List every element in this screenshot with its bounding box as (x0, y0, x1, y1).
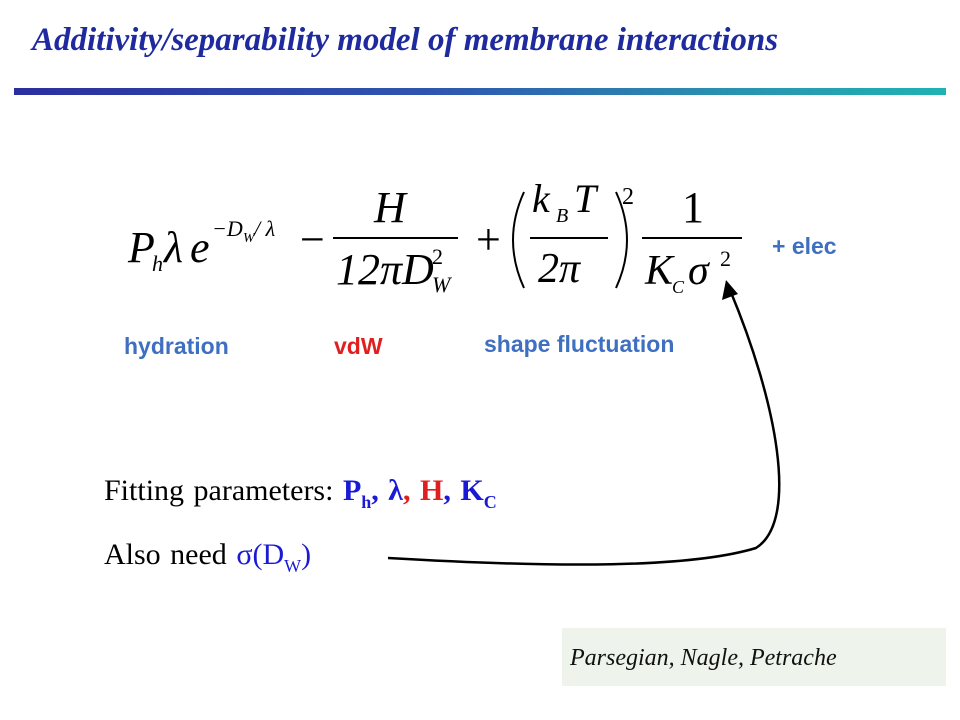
eq-sigma: σ (688, 248, 711, 294)
eq-exp-sub: W (243, 231, 256, 246)
title-underline-bar (14, 88, 946, 95)
left-paren (512, 191, 525, 289)
rigidity-term: 1 K C σ 2 (642, 183, 742, 297)
param-K-sub: C (483, 492, 497, 512)
need-close: ) (301, 538, 312, 571)
label-vdw: vdW (334, 333, 383, 359)
citation-box (562, 628, 946, 686)
eq-sigma-sup: 2 (720, 246, 731, 271)
right-paren (615, 191, 628, 289)
fitting-prefix: Fitting parameters: (104, 474, 334, 507)
eq-k-sub: B (556, 205, 568, 227)
slide-title: Additivity/separability model of membran… (32, 22, 779, 58)
need-sub: W (284, 556, 302, 576)
eq-lambda: λ (162, 223, 183, 272)
thermal-term: k B T 2π 2 (512, 176, 634, 292)
eq-exp-tail: / λ (252, 216, 275, 241)
need-sigma: σ (236, 538, 253, 571)
eq-12piD-sup: 2 (432, 244, 443, 269)
param-H: , H (403, 474, 444, 507)
eq-K-sub: C (672, 277, 685, 297)
label-hydration: hydration (124, 333, 229, 359)
eq-1: 1 (682, 183, 704, 232)
eq-k: k (532, 176, 551, 221)
eq-P-sub: h (152, 251, 163, 276)
eq-P: P (127, 223, 155, 272)
eq-2pi: 2π (538, 246, 581, 292)
param-lambda: , λ (371, 474, 404, 507)
citation: Parsegian, Nagle, Petrache (570, 645, 837, 671)
eq-12piD-sub: W (432, 272, 452, 297)
label-shape-fluctuation: shape fluctuation (484, 331, 675, 357)
eq-12piD: 12πD (336, 245, 434, 294)
eq-K: K (644, 248, 675, 294)
fitting-parameters-line: Fitting parameters: Ph, λ, H, KC (104, 474, 497, 513)
eq-H: H (373, 183, 408, 232)
param-P-sub: h (361, 492, 372, 512)
eq-minus: − (300, 215, 325, 264)
eq-power-2: 2 (622, 184, 634, 210)
param-K: , K (443, 474, 484, 507)
eq-e: e (190, 223, 210, 272)
hydration-term: P h λ e −D W / λ (127, 216, 275, 276)
also-need-line: Also need σ(DW) (104, 538, 311, 577)
label-elec: + elec (772, 233, 837, 259)
eq-T: T (574, 176, 599, 221)
eq-plus: + (476, 215, 501, 264)
need-prefix: Also need (104, 538, 227, 571)
param-P: P (342, 474, 362, 507)
vdw-term: H 12πD 2 W (333, 183, 458, 297)
eq-exp: −D (212, 216, 243, 241)
need-open: (D (252, 538, 285, 571)
